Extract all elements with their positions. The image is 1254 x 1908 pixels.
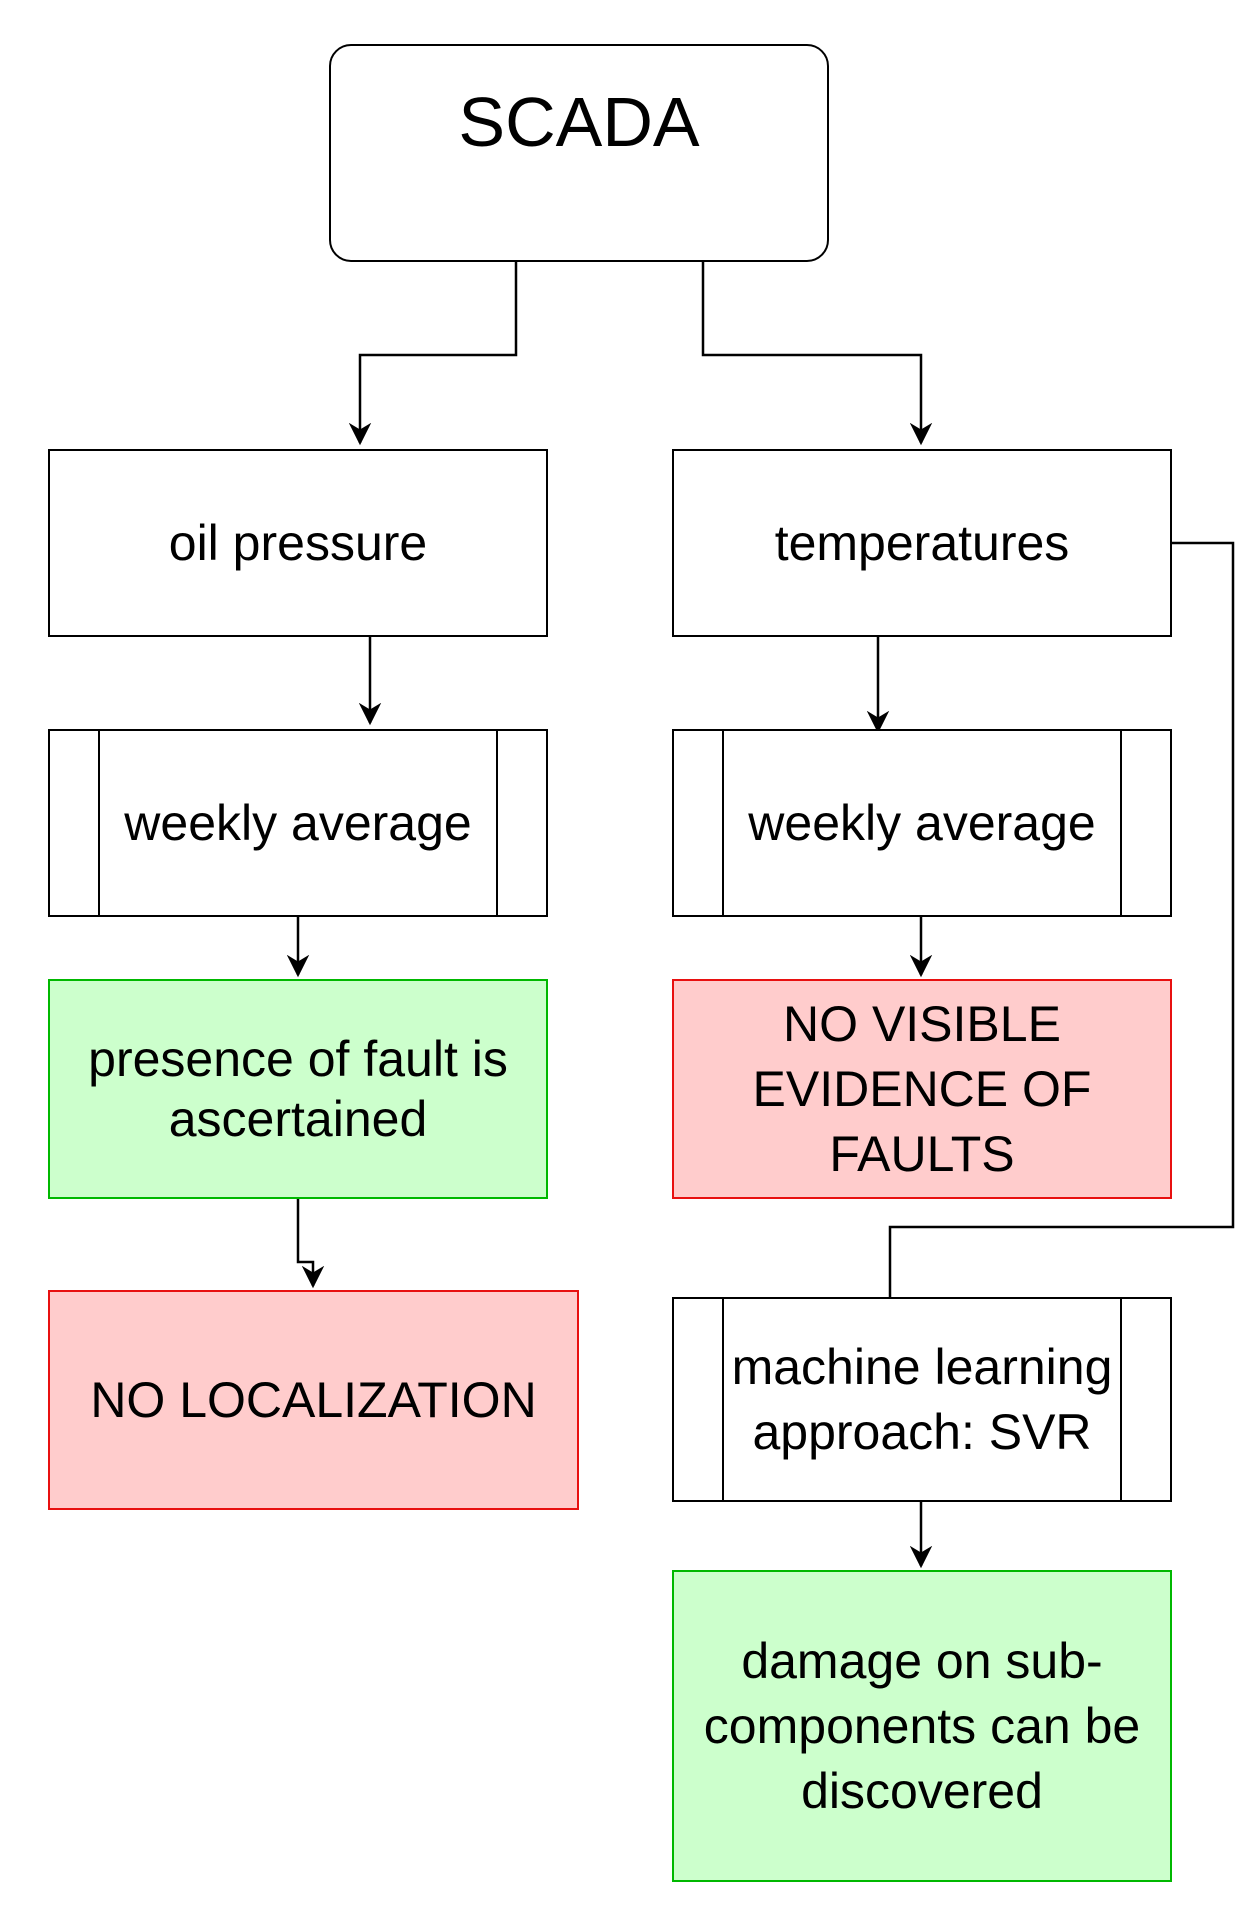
process-bar-left — [98, 731, 100, 915]
oil-pressure-label: oil pressure — [168, 515, 428, 571]
damage-discovered-label: damage on sub-components can be discover… — [703, 1632, 1141, 1819]
no-visible-evidence-label: NO VISIBLE EVIDENCE OF FAULTS — [752, 995, 1092, 1182]
fault-ascertained-node: presence of fault is ascertained — [48, 979, 548, 1199]
no-localization-node: NO LOCALIZATION — [48, 1290, 579, 1510]
weekly-average-label: weekly average — [748, 795, 1096, 851]
machine-learning-label: machine learning approach: SVR — [731, 1338, 1113, 1460]
edge-scada-to-temperatures — [701, 262, 933, 446]
scada-label: SCADA — [458, 83, 700, 161]
damage-discovered-node: damage on sub-components can be discover… — [672, 1570, 1172, 1882]
machine-learning-process: machine learning approach: SVR — [672, 1297, 1172, 1502]
process-bar-right — [496, 731, 498, 915]
weekly-average-process-right: weekly average — [672, 729, 1172, 917]
fault-ascertained-label: presence of fault is ascertained — [88, 1031, 508, 1147]
temperatures-label: temperatures — [774, 515, 1070, 571]
process-bar-left — [722, 1299, 724, 1500]
edge-scada-to-oil-pressure — [348, 262, 518, 446]
process-bar-left — [722, 731, 724, 915]
weekly-average-process-left: weekly average — [48, 729, 548, 917]
process-bar-right — [1120, 731, 1122, 915]
no-localization-label: NO LOCALIZATION — [90, 1372, 537, 1428]
edge-fault-ascertained-to-no-localization — [296, 1199, 325, 1289]
no-visible-evidence-node: NO VISIBLE EVIDENCE OF FAULTS — [672, 979, 1172, 1199]
process-bar-right — [1120, 1299, 1122, 1500]
oil-pressure-node: oil pressure — [48, 449, 548, 637]
edge-temperatures-to-machine-learning — [888, 541, 1235, 1297]
temperatures-node: temperatures — [672, 449, 1172, 637]
scada-node: SCADA — [329, 44, 829, 262]
weekly-average-label: weekly average — [124, 795, 472, 851]
